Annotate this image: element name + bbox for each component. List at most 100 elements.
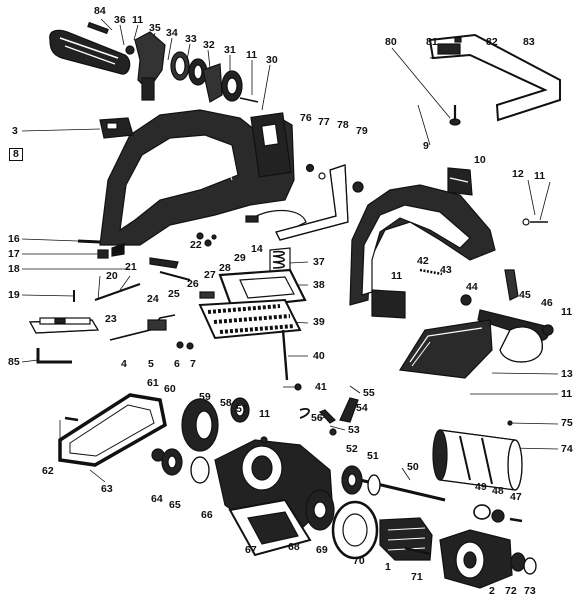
- part-label-17: 17: [8, 248, 20, 260]
- base-plate-83: [428, 33, 561, 126]
- upper-housing: [99, 109, 295, 257]
- part-label-27: 27: [204, 269, 216, 281]
- part-label-8: 8: [9, 148, 23, 161]
- part-label-7: 7: [190, 358, 196, 370]
- part-label-41: 41: [315, 381, 327, 393]
- part-label-33: 33: [185, 33, 197, 45]
- cutter-roller: [432, 420, 523, 523]
- part-label-48: 48: [492, 485, 504, 497]
- part-label-12: 12: [512, 168, 524, 180]
- part-label-28: 28: [219, 262, 231, 274]
- part-label-47: 47: [510, 491, 522, 503]
- part-label-37: 37: [313, 256, 325, 268]
- part-label-13: 13: [561, 368, 573, 380]
- part-label-81: 81: [426, 36, 438, 48]
- part-label-68: 68: [288, 541, 300, 553]
- part-label-46: 46: [541, 297, 553, 309]
- part-label-82: 82: [486, 36, 498, 48]
- part-label-64: 64: [151, 493, 163, 505]
- part-label-11d: 11: [391, 270, 403, 282]
- part-label-29: 29: [234, 252, 246, 264]
- part-label-79: 79: [356, 125, 368, 137]
- part-label-26: 26: [187, 278, 199, 290]
- part-label-75: 75: [561, 417, 573, 429]
- part-label-34: 34: [166, 27, 178, 39]
- part-label-61: 61: [147, 377, 159, 389]
- part-label-11: 11: [132, 14, 144, 26]
- motor-housing: [214, 436, 333, 557]
- part-label-1: 1: [385, 561, 391, 573]
- part-label-24: 24: [147, 293, 159, 305]
- part-label-45: 45: [519, 289, 531, 301]
- handle-assembly: [49, 21, 259, 130]
- part-label-62: 62: [42, 465, 54, 477]
- part-label-5: 5: [148, 358, 154, 370]
- belt-cover-13: [398, 319, 493, 379]
- part-label-23: 23: [105, 313, 117, 325]
- part-label-55: 55: [363, 387, 375, 399]
- part-label-49: 49: [475, 481, 487, 493]
- part-label-69: 69: [316, 544, 328, 556]
- part-label-35: 35: [149, 22, 161, 34]
- part-label-6: 6: [174, 358, 180, 370]
- part-label-38: 38: [313, 279, 325, 291]
- part-label-78: 78: [337, 119, 349, 131]
- part-label-18: 18: [8, 263, 20, 275]
- part-label-21: 21: [125, 261, 137, 273]
- part-label-76: 76: [300, 112, 312, 124]
- part-label-30: 30: [266, 54, 278, 66]
- part-label-50: 50: [407, 461, 419, 473]
- part-label-11g: 11: [259, 408, 271, 420]
- plate-stack: [198, 247, 307, 391]
- part-label-51: 51: [367, 450, 379, 462]
- part-label-11c: 11: [534, 170, 546, 182]
- part-label-19: 19: [8, 289, 20, 301]
- part-label-83: 83: [523, 36, 535, 48]
- part-label-73: 73: [524, 585, 536, 597]
- part-label-10: 10: [474, 154, 486, 166]
- part-label-63: 63: [101, 483, 113, 495]
- part-label-42: 42: [417, 255, 429, 267]
- part-label-11e: 11: [561, 306, 573, 318]
- part-label-11f: 11: [561, 388, 573, 400]
- part-label-57: 57: [236, 403, 248, 415]
- part-label-60: 60: [164, 383, 176, 395]
- part-label-20: 20: [106, 270, 118, 282]
- part-label-16: 16: [8, 233, 20, 245]
- part-label-44: 44: [466, 281, 478, 293]
- belt-pulleys: [58, 393, 250, 484]
- part-label-53: 53: [348, 424, 360, 436]
- part-label-66: 66: [201, 509, 213, 521]
- part-label-36: 36: [114, 14, 126, 26]
- small-parts-left: [29, 210, 307, 364]
- part-label-9: 9: [423, 140, 429, 152]
- part-label-3: 3: [12, 125, 18, 137]
- part-label-72: 72: [505, 585, 517, 597]
- part-label-56: 56: [311, 412, 323, 424]
- part-label-4: 4: [121, 358, 127, 370]
- part-label-77: 77: [318, 116, 330, 128]
- part-label-84: 84: [94, 5, 106, 17]
- part-label-25: 25: [168, 288, 180, 300]
- part-label-2: 2: [489, 585, 495, 597]
- part-label-58: 58: [220, 397, 232, 409]
- part-label-85: 85: [8, 356, 20, 368]
- part-label-39: 39: [313, 316, 325, 328]
- armature-assembly: [299, 397, 446, 561]
- part-label-22: 22: [190, 239, 202, 251]
- part-label-59: 59: [199, 391, 211, 403]
- part-label-67: 67: [245, 544, 257, 556]
- part-label-54: 54: [356, 402, 368, 414]
- part-label-40: 40: [313, 350, 325, 362]
- gear-housing-2: [404, 529, 537, 589]
- part-label-43: 43: [440, 264, 452, 276]
- part-label-65: 65: [169, 499, 181, 511]
- part-label-71: 71: [411, 571, 423, 583]
- part-label-74: 74: [561, 443, 573, 455]
- part-label-52: 52: [346, 443, 358, 455]
- right-housing: [349, 167, 554, 363]
- part-label-31: 31: [224, 44, 236, 56]
- part-label-14: 14: [251, 243, 263, 255]
